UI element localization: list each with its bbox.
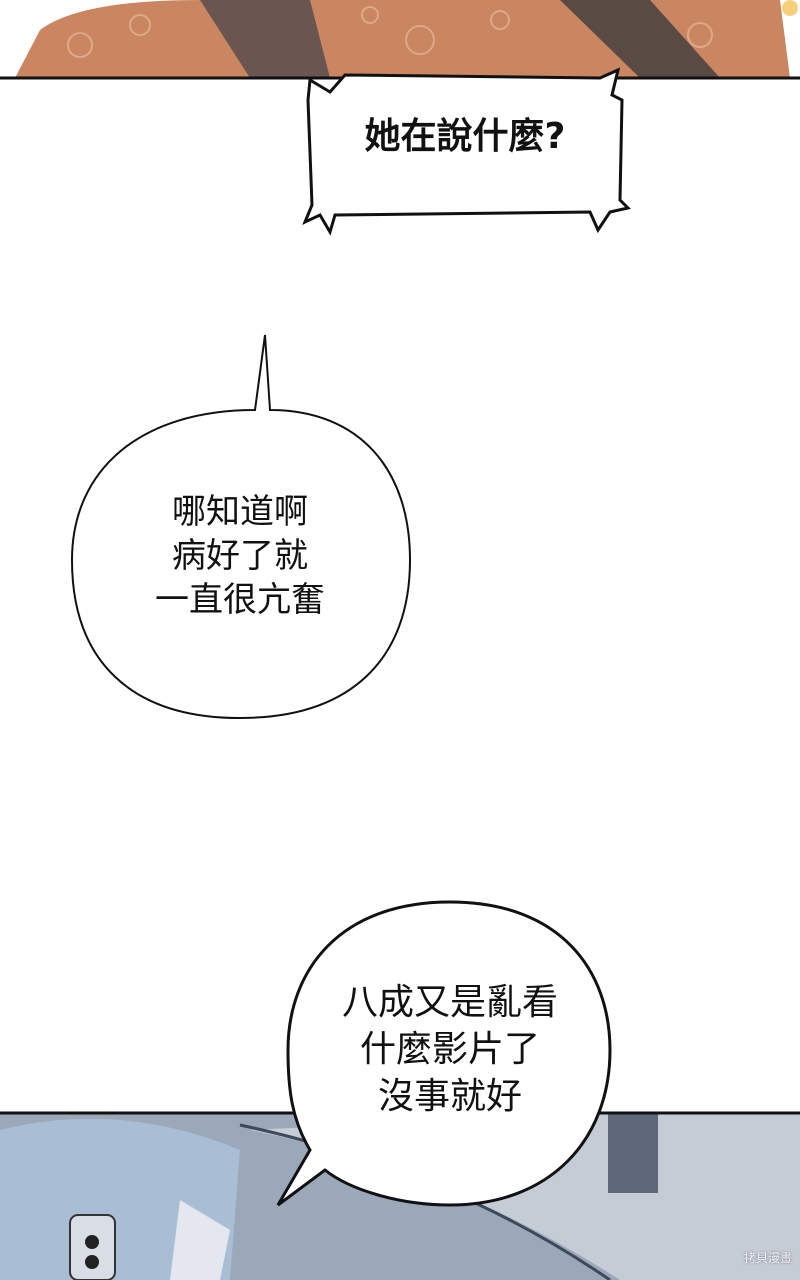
bubble-1-text: 她在說什麼? — [330, 114, 600, 159]
bubble-line: 八成又是亂看 — [341, 982, 558, 1023]
watermark: 拷貝漫畫 — [743, 1251, 792, 1265]
bubble-line: 她在說什麼? — [364, 116, 566, 157]
bubble-2-text: 哪知道啊 病好了就 一直很亢奮 — [110, 490, 370, 623]
speech-bubble-1 — [302, 67, 631, 236]
bubble-line: 一直很亢奮 — [155, 580, 325, 621]
bubble-line: 哪知道啊 — [172, 492, 308, 532]
bubble-line: 沒事就好 — [377, 1075, 522, 1117]
bubble-line: 病好了就 — [172, 536, 308, 577]
bubble-3-text: 八成又是亂看 什麼影片了 沒事就好 — [310, 980, 590, 1120]
speech-bubble-3 — [276, 900, 612, 1207]
top-panel-art — [0, 0, 800, 80]
speech-bubble-2 — [70, 334, 412, 720]
bubble-line: 什麼影片了 — [359, 1028, 540, 1070]
